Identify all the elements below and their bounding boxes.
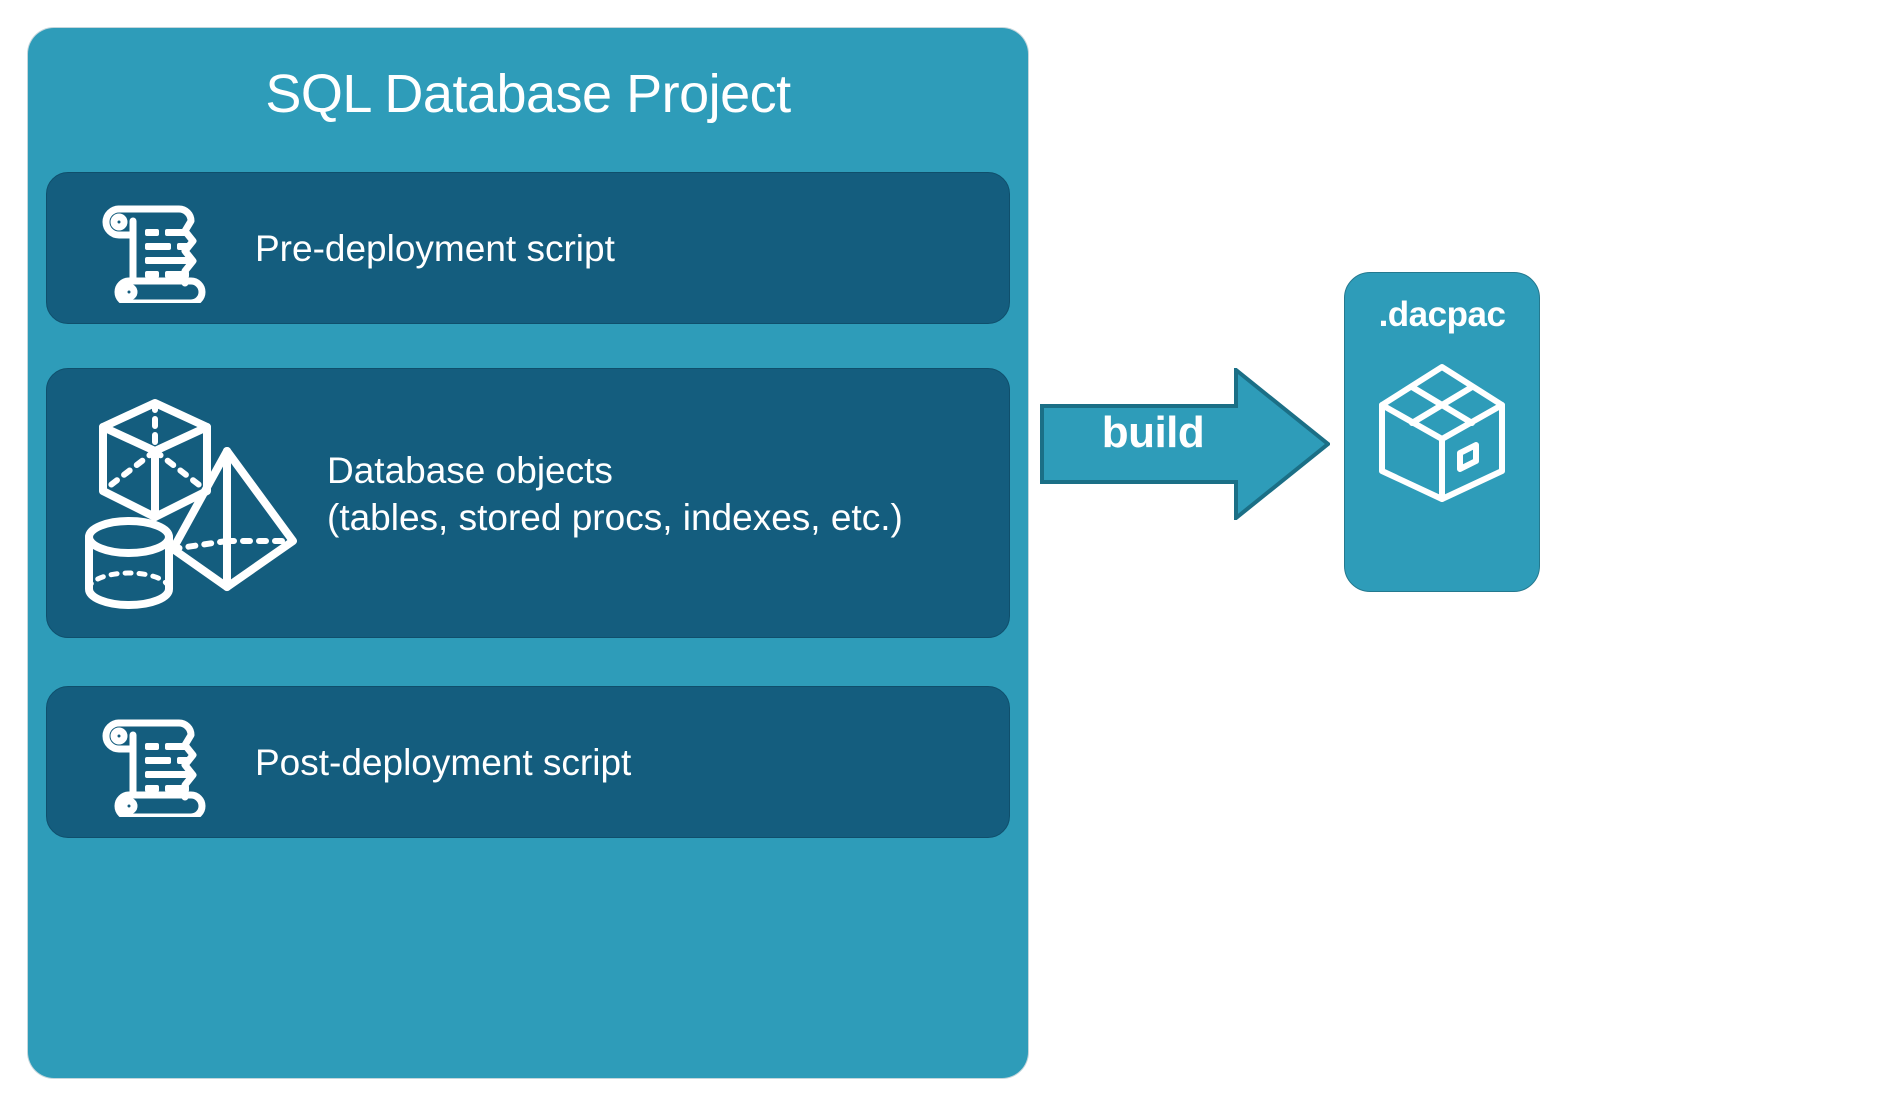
dacpac-title: .dacpac: [1378, 295, 1506, 334]
database-objects-card[interactable]: Database objects (tables, stored procs, …: [46, 368, 1010, 638]
project-title: SQL Database Project: [265, 64, 791, 124]
post-deployment-script-label: Post-deployment script: [255, 742, 632, 783]
dacpac-output-card[interactable]: .dacpac: [1344, 272, 1540, 592]
database-objects-label: Database objects (tables, stored procs, …: [327, 450, 903, 539]
shapes-icon: [77, 391, 317, 626]
pre-deployment-script-card[interactable]: Pre-deployment script: [46, 172, 1010, 324]
sql-database-project-container: SQL Database Project: [28, 28, 1028, 1078]
post-deployment-script-card[interactable]: Post-deployment script: [46, 686, 1010, 838]
pre-deployment-script-label: Pre-deployment script: [255, 228, 615, 269]
build-arrow-label: build: [1101, 408, 1205, 457]
scroll-icon: [83, 713, 209, 822]
build-arrow-icon: [1040, 365, 1332, 523]
scroll-icon: [83, 199, 209, 308]
package-box-icon: [1376, 361, 1508, 510]
